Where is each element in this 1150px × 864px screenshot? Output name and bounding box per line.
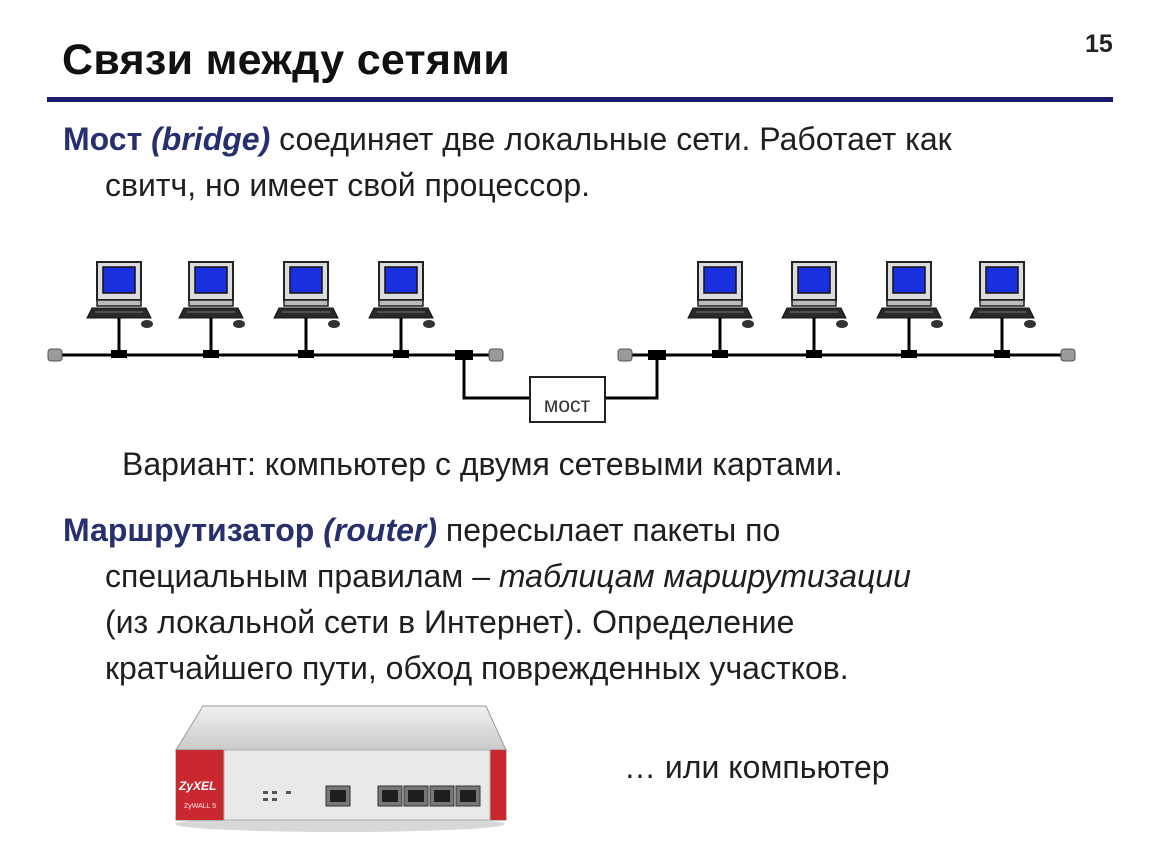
computer-icon (85, 260, 155, 360)
bridge-paragraph: Мост (bridge) соединяет две локальные се… (63, 116, 952, 208)
router-line-4: кратчайшего пути, обход поврежденных уча… (105, 650, 849, 686)
router-line-2-text: специальным правилам – (105, 558, 499, 594)
bridge-line-1-text: соединяет две локальные сети. Работает к… (270, 121, 952, 157)
left-bridge-link (462, 360, 530, 400)
router-term: Маршрутизатор (63, 512, 315, 548)
bridge-line-2: свитч, но имеет свой процессор. (105, 167, 591, 203)
router-status-leds (263, 791, 291, 801)
or-computer-text: … или компьютер (624, 749, 890, 785)
left-terminator-start (47, 348, 63, 362)
router-left-panel (176, 750, 224, 820)
page-title: Связи между сетями (62, 36, 511, 84)
computer-icon (177, 260, 247, 360)
computer-icon (686, 260, 756, 360)
routing-tables-term: таблицам маршрутизации (498, 558, 911, 594)
router-line-3: (из локальной сети в Интернет). Определе… (105, 604, 795, 640)
router-brand: ZyXEL (178, 779, 216, 793)
variant-paragraph: Вариант: компьютер с двумя сетевыми карт… (122, 446, 843, 482)
bridge-line-1: Мост (bridge) соединяет две локальные се… (63, 116, 952, 162)
right-terminator-start (617, 348, 633, 362)
router-right-panel (490, 750, 506, 820)
left-terminator-end (488, 348, 504, 362)
computer-icon (875, 260, 945, 360)
left-tap-connector (455, 350, 473, 360)
router-device-image: ZyXEL ZyWALL 5 (175, 705, 507, 832)
computer-icon (272, 260, 342, 360)
computer-icon (367, 260, 437, 360)
router-line-1-text: пересылает пакеты по (437, 512, 781, 548)
title-divider (47, 97, 1113, 102)
bridge-box (529, 376, 606, 423)
computer-icon (968, 260, 1038, 360)
router-line-2: специальным правилам – таблицам маршрути… (63, 553, 911, 599)
router-term-en: (router) (323, 512, 437, 548)
bridge-label: мост (544, 394, 591, 417)
computer-icon (780, 260, 850, 360)
bridge-term: Мост (63, 121, 143, 157)
router-paragraph: Маршрутизатор (router) пересылает пакеты… (63, 507, 911, 691)
router-wan-port (325, 785, 351, 807)
slide-number: 15 (1085, 30, 1113, 58)
bridge-term-en: (bridge) (151, 121, 271, 157)
right-tap-connector (648, 350, 666, 360)
right-bridge-link (605, 360, 659, 400)
router-model: ZyWALL 5 (184, 803, 216, 810)
right-terminator-end (1060, 348, 1076, 362)
router-line-1: Маршрутизатор (router) пересылает пакеты… (63, 507, 911, 553)
network-diagram: мост (47, 260, 1076, 423)
router-lan-ports (377, 785, 481, 807)
